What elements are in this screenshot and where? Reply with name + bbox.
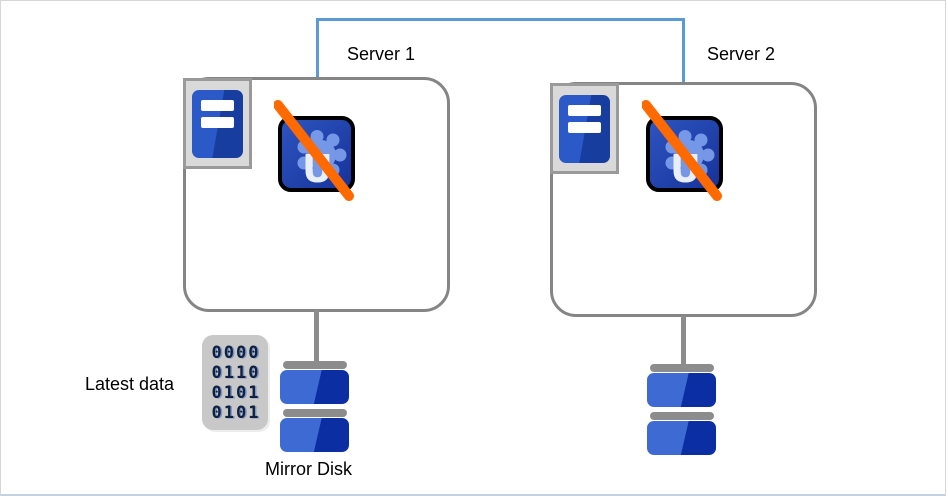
binary-data-icon: 0000 0110 0101 0101: [202, 335, 268, 430]
server2-label: Server 2: [707, 44, 776, 64]
disk-platter-bar: [283, 361, 347, 369]
tower-slot-bar: [201, 100, 234, 111]
strike-line: [642, 100, 722, 201]
server2-mirror-disk-segment: [647, 373, 716, 407]
disk-platter-bar: [283, 409, 347, 417]
server1-label: Server 1: [347, 44, 416, 64]
mirror-disk-label: Mirror Disk: [265, 459, 352, 479]
interconnect-line-server2: [682, 18, 685, 83]
server1-app-stopped-icon: U: [274, 100, 355, 201]
strike-line: [274, 100, 354, 201]
interconnect-line-horizontal: [316, 18, 685, 21]
tower-slot-bar: [568, 105, 601, 116]
disk-platter-bar: [650, 364, 714, 372]
server2-pc-icon: [550, 83, 619, 174]
binary-row: 0101: [211, 403, 261, 423]
latest-data-label: Latest data: [85, 374, 175, 394]
disk-platter-bar: [650, 412, 714, 420]
server1-mirror-disk-segment: [280, 370, 349, 404]
server1-disk-connector-line: [314, 310, 319, 362]
binary-row: 0110: [211, 363, 261, 383]
tower-slot-bar: [568, 122, 601, 133]
tower-slot-bar: [201, 117, 234, 128]
interconnect-line-server1: [316, 18, 319, 78]
server2-disk-connector-line: [681, 316, 686, 366]
pc-tower-icon: [192, 90, 243, 158]
server2-mirror-disk-segment: [647, 421, 716, 455]
binary-row: 0000: [211, 343, 261, 363]
server1-mirror-disk-segment: [280, 418, 349, 452]
server1-pc-icon: [183, 78, 252, 169]
binary-row: 0101: [211, 383, 261, 403]
server2-app-stopped-icon: U: [642, 100, 723, 201]
pc-tower-icon: [559, 95, 610, 163]
